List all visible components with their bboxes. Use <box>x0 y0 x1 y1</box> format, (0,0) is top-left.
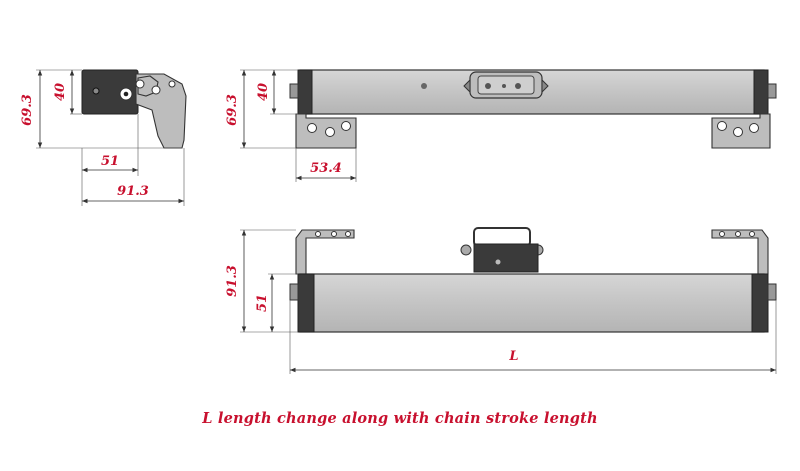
dim-front-height-total: 69.3 <box>225 94 240 126</box>
dim-side-width-total: 91.3 <box>117 184 149 199</box>
dim-top-height-inner: 51 <box>255 294 270 312</box>
dim-side-width-inner: 51 <box>101 154 119 169</box>
side-view: 69.3 40 51 91.3 <box>20 69 187 206</box>
dim-side-height-total: 69.3 <box>20 94 35 126</box>
front-view: 69.3 40 53.4 <box>225 69 777 182</box>
dim-front-bracket-width: 53.4 <box>310 161 342 176</box>
caption: L length change along with chain stroke … <box>202 410 598 427</box>
dim-top-height-total: 91.3 <box>225 265 240 297</box>
dim-side-height-inner: 40 <box>53 83 68 101</box>
dim-top-length: L <box>508 349 518 364</box>
top-view: 91.3 51 L <box>225 227 777 374</box>
dim-front-height-inner: 40 <box>256 83 271 101</box>
